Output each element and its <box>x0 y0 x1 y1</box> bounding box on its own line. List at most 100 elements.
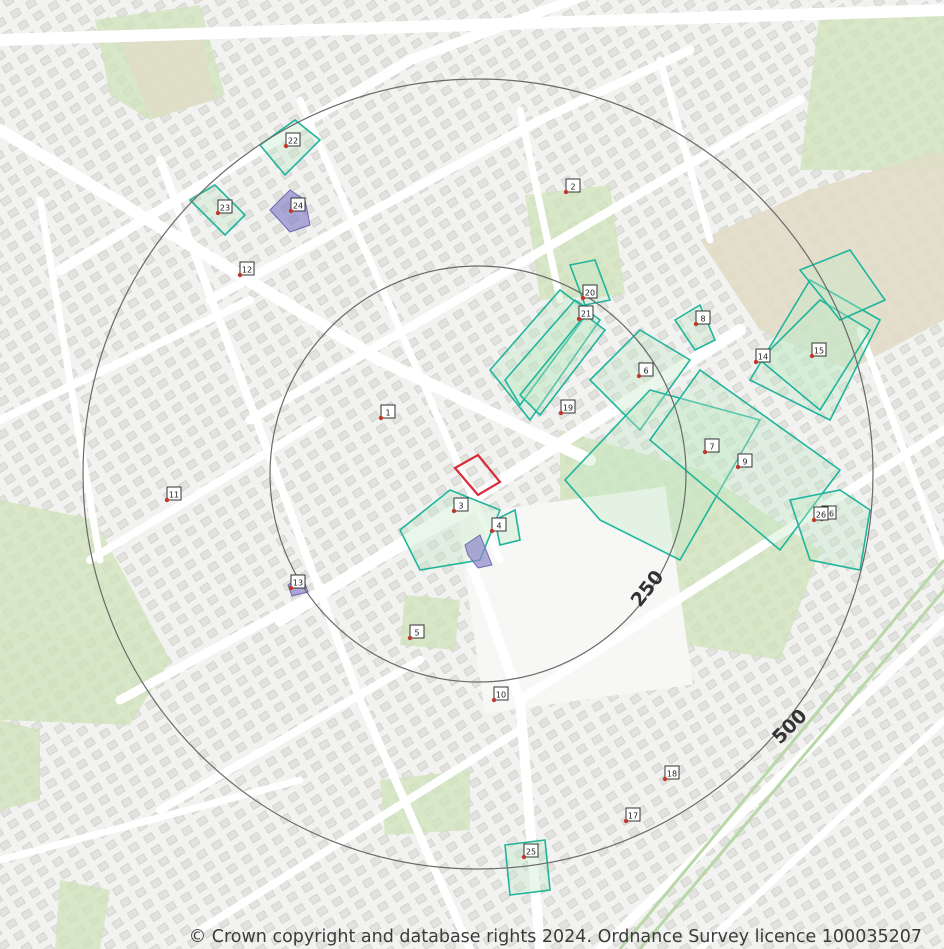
site-marker[interactable]: 25 <box>521 843 539 860</box>
site-marker-label: 6 <box>643 367 648 376</box>
site-marker-box <box>704 438 720 453</box>
buffer-ring-500 <box>82 78 874 870</box>
site-marker[interactable]: 20 <box>580 284 598 301</box>
site-marker[interactable]: 18 <box>662 765 680 782</box>
site-marker[interactable]: 1 <box>378 404 396 421</box>
site-marker-dot <box>407 635 413 641</box>
site-marker-dot <box>378 415 384 421</box>
site-marker[interactable]: 2 <box>563 178 581 195</box>
site-marker-label: 17 <box>628 812 638 821</box>
site-marker-box <box>285 132 301 147</box>
site-marker[interactable]: 6 <box>636 362 654 379</box>
site-marker-label: 2 <box>570 183 575 192</box>
site-marker[interactable]: 21 <box>576 305 594 322</box>
site-marker-label: 3 <box>458 502 463 511</box>
site-marker[interactable]: 22 <box>283 132 301 149</box>
site-marker-label: 12 <box>242 266 252 275</box>
site-marker[interactable]: 10 <box>491 686 509 703</box>
railway <box>618 559 944 949</box>
site-marker-box <box>755 348 771 363</box>
site-marker-box <box>664 765 680 780</box>
site-marker-box <box>578 305 594 320</box>
site-marker-box <box>290 574 306 589</box>
site-marker-dot <box>563 189 569 195</box>
site-marker-box <box>523 843 539 858</box>
site-marker-label: 24 <box>293 202 303 211</box>
site-marker-box <box>491 517 507 532</box>
site-marker-dot <box>636 373 642 379</box>
site-marker-box <box>560 399 576 414</box>
site-marker[interactable]: 5 <box>407 624 425 641</box>
site-marker-box <box>239 261 255 276</box>
site-marker-dot <box>693 321 699 327</box>
site-marker-label: 26 <box>816 511 826 520</box>
site-marker[interactable]: 17 <box>623 807 641 824</box>
site-marker[interactable]: 26 <box>811 506 829 523</box>
site-marker[interactable]: 14 <box>753 348 771 365</box>
site-marker-label: 1 <box>385 409 390 418</box>
site-marker-dot <box>451 508 457 514</box>
site-marker-label: 7 <box>709 443 714 452</box>
subject-site <box>453 453 502 497</box>
site-marker[interactable]: 11 <box>164 486 182 503</box>
site-marker-label: 20 <box>585 289 595 298</box>
beige-areas <box>120 30 944 370</box>
site-marker[interactable]: 8 <box>693 310 711 327</box>
site-marker-label: 22 <box>288 137 298 146</box>
site-marker-box <box>811 342 827 357</box>
site-marker-label: 21 <box>581 310 591 319</box>
copyright-notice: © Crown copyright and database rights 20… <box>188 927 922 947</box>
site-marker-label: 4 <box>496 522 501 531</box>
site-marker[interactable]: 19 <box>558 399 576 416</box>
buffer-ring-250 <box>269 265 687 683</box>
site-marker[interactable]: 23 <box>215 199 233 216</box>
site-marker[interactable]: 7 <box>702 438 720 455</box>
site-marker-dot <box>521 854 527 860</box>
site-marker-box <box>166 486 182 501</box>
site-marker-dot <box>753 359 759 365</box>
site-marker-box <box>582 284 598 299</box>
site-marker-label: 18 <box>667 770 677 779</box>
site-marker-dot <box>809 353 815 359</box>
site-marker[interactable]: 12 <box>237 261 255 278</box>
site-marker-box <box>638 362 654 377</box>
site-marker-dot <box>288 585 294 591</box>
site-marker[interactable]: 15 <box>809 342 827 359</box>
site-marker-label: 23 <box>220 204 230 213</box>
site-marker-box <box>380 404 396 419</box>
site-marker-box <box>737 453 753 468</box>
site-marker-label: 9 <box>742 458 747 467</box>
site-marker-box <box>565 178 581 193</box>
site-marker-box <box>695 310 711 325</box>
site-marker-box <box>453 497 469 512</box>
site-marker-label: 16 <box>824 510 834 519</box>
site-marker-dot <box>491 697 497 703</box>
site-marker-label: 25 <box>526 848 536 857</box>
site-marker-box <box>290 197 306 212</box>
site-marker-dot <box>283 143 289 149</box>
site-marker-dot <box>662 776 668 782</box>
site-marker-label: 5 <box>414 629 419 638</box>
site-marker-label: 19 <box>563 404 573 413</box>
site-marker-box <box>217 199 233 214</box>
site-marker-label: 8 <box>700 315 705 324</box>
site-marker-dot <box>489 528 495 534</box>
site-marker-label: 10 <box>496 691 506 700</box>
site-marker-dot <box>288 208 294 214</box>
site-marker-dot <box>237 272 243 278</box>
site-marker[interactable]: 3 <box>451 497 469 514</box>
site-marker-dot <box>558 410 564 416</box>
site-marker-dot <box>811 517 817 523</box>
site-marker[interactable]: 4 <box>489 517 507 534</box>
site-marker-dot <box>576 316 582 322</box>
site-marker-dot <box>580 295 586 301</box>
site-marker-box <box>813 506 829 521</box>
site-marker-label: 15 <box>814 347 824 356</box>
site-marker[interactable]: 9 <box>735 453 753 470</box>
site-marker[interactable]: 24 <box>288 197 306 214</box>
site-marker-dot <box>702 449 708 455</box>
site-marker[interactable]: 13 <box>288 574 306 591</box>
